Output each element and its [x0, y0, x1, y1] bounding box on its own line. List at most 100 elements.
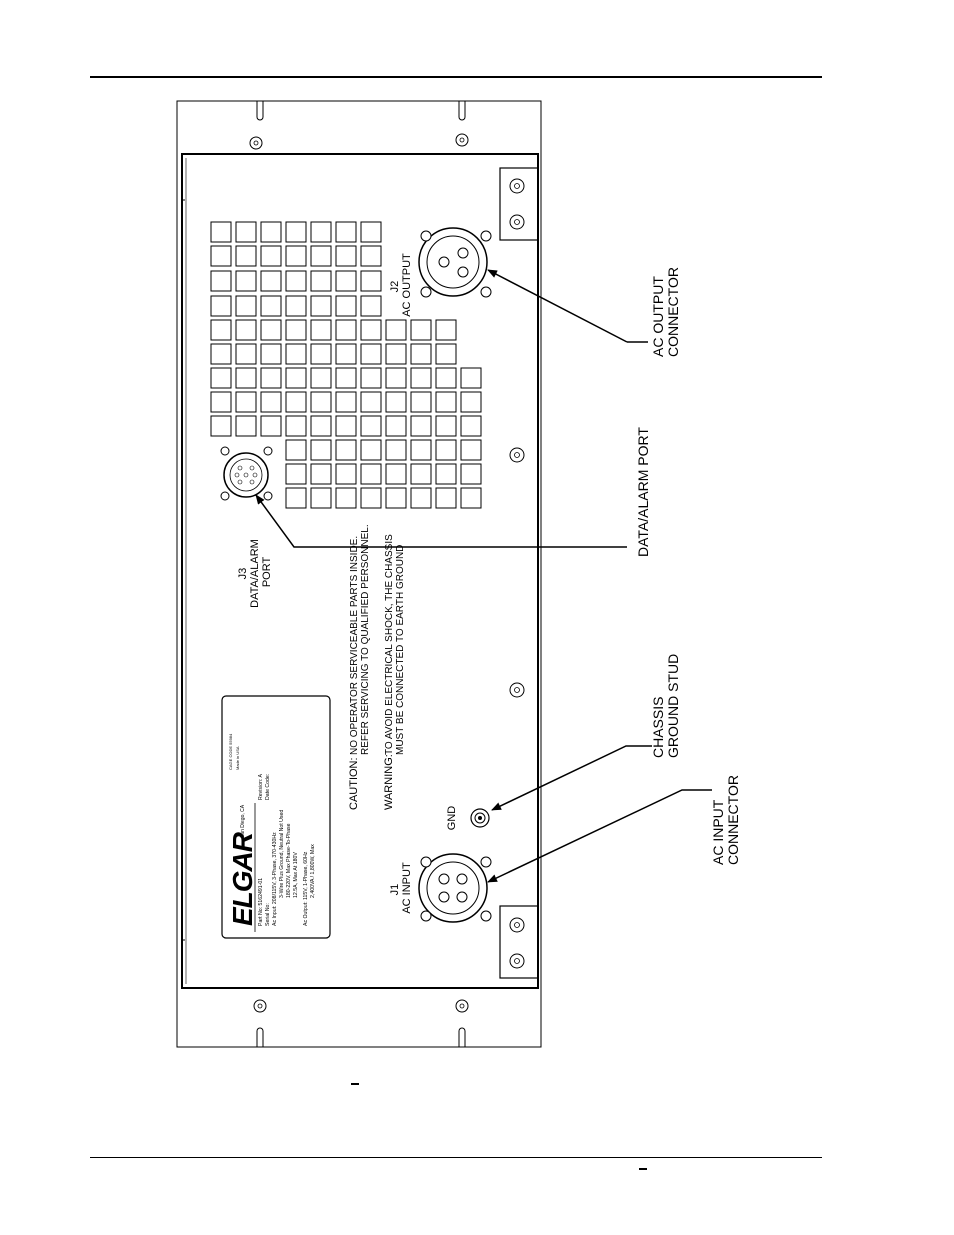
nameplate-line-7: Ac Output: 115V, 1-Phase, 60Hz: [303, 851, 309, 926]
vent-hole: [310, 319, 332, 341]
callout-ac-output-line-2: CONNECTOR: [665, 267, 681, 357]
j1-label: J1: [389, 884, 401, 896]
vent-hole: [310, 439, 332, 461]
vent-hole: [360, 367, 382, 389]
vent-hole: [310, 367, 332, 389]
vent-hole: [335, 221, 357, 243]
svg-text:Part No: 5162491-01 Seri: Part No: 5162491-01 Serial No: Ac Input:…: [258, 808, 316, 926]
vent-hole: [210, 270, 232, 292]
vent-hole: [310, 295, 332, 317]
vent-hole: [235, 295, 257, 317]
vent-hole: [360, 221, 382, 243]
svg-text:CHASSIS GROUND STUD: CHASSIS GROUND STUD: [650, 654, 681, 758]
warning-label: WARNING:: [383, 754, 395, 810]
vent-hole: [210, 367, 232, 389]
vent-hole: [410, 415, 432, 437]
caution-text-line-2: REFER SERVICING TO QUALIFIED PERSONNEL.: [360, 524, 371, 755]
vent-hole: [310, 245, 332, 267]
nameplate-made-in: Made in USA: [235, 746, 240, 770]
vent-hole: [410, 319, 432, 341]
vent-hole: [310, 391, 332, 413]
mounting-slot: [458, 101, 466, 121]
svg-text:J2 AC OUTPUT: J2 AC OUTPUT: [389, 253, 413, 317]
ground-stud: [470, 808, 490, 828]
vent-hole: [385, 415, 407, 437]
ventilation-grid: [210, 221, 482, 509]
vent-hole: [385, 463, 407, 485]
screw-icon: [253, 999, 267, 1013]
j1-sublabel: AC INPUT: [401, 862, 413, 914]
callout-data-alarm-port: DATA/ALARM PORT: [635, 427, 651, 557]
leader-ac-input: [487, 789, 712, 883]
screw-icon: [509, 917, 525, 933]
vent-hole: [335, 343, 357, 365]
mounting-slot: [458, 1027, 466, 1047]
vent-hole: [460, 415, 482, 437]
side-bracket: [499, 905, 539, 979]
vent-hole: [260, 319, 282, 341]
vent-hole: [310, 221, 332, 243]
vent-hole: [360, 270, 382, 292]
caution-label: CAUTION:: [348, 757, 360, 810]
vent-hole: [285, 487, 307, 509]
nameplate-line-4: 3-Wire Plus Ground, Neutral Not Used: [279, 810, 285, 898]
vent-hole: [335, 487, 357, 509]
nameplate-revision: Revision: A: [258, 774, 264, 800]
vent-hole: [335, 463, 357, 485]
vent-hole: [285, 221, 307, 243]
vent-hole: [435, 343, 457, 365]
vent-hole: [260, 245, 282, 267]
vent-hole: [410, 463, 432, 485]
mounting-flange: [176, 100, 542, 1048]
vent-hole: [360, 319, 382, 341]
j3-label: J3: [237, 568, 249, 580]
vent-hole: [260, 343, 282, 365]
nameplate: ELGAR San Diego, CA CAGE CODE 55984 Made…: [221, 695, 331, 939]
vent-hole: [335, 367, 357, 389]
vent-hole: [335, 245, 357, 267]
vent-hole: [310, 270, 332, 292]
callout-ac-input-line-2: CONNECTOR: [725, 775, 741, 865]
j2-sublabel: AC OUTPUT: [401, 253, 413, 317]
vent-hole: [310, 463, 332, 485]
vent-hole: [435, 439, 457, 461]
nameplate-line-6: 12.5A, Max At 180V: [293, 852, 299, 898]
vent-hole: [335, 391, 357, 413]
callout-chassis-line-1: CHASSIS: [650, 697, 666, 758]
vent-hole: [285, 439, 307, 461]
vent-hole: [285, 415, 307, 437]
vent-hole: [435, 367, 457, 389]
vent-hole: [360, 391, 382, 413]
ac-input-connector: [418, 853, 492, 923]
nameplate-line-8: 2,400VA / 1,800W, Max: [310, 844, 316, 898]
vent-hole: [260, 367, 282, 389]
vent-hole: [360, 415, 382, 437]
vent-hole: [310, 415, 332, 437]
vent-hole: [210, 221, 232, 243]
vent-hole: [260, 221, 282, 243]
vent-hole: [285, 245, 307, 267]
vent-hole: [235, 270, 257, 292]
vent-hole: [435, 415, 457, 437]
caution-text-line-1: NO OPERATOR SERVICEABLE PARTS INSIDE.: [349, 536, 360, 755]
vent-hole: [285, 343, 307, 365]
svg-text:AC OUTPUT CONNECTOR: AC OUTPUT CONNECTOR: [650, 267, 681, 357]
leader-data-alarm: [255, 494, 627, 548]
vent-hole: [285, 270, 307, 292]
j2-label: J2: [389, 281, 401, 293]
nameplate-location: San Diego, CA: [240, 804, 246, 838]
mounting-slot: [256, 1027, 264, 1047]
vent-hole: [235, 367, 257, 389]
vent-hole: [360, 463, 382, 485]
vent-hole: [410, 391, 432, 413]
svg-text:Revision: A Date Code:: Revision: A Date Code:: [258, 773, 271, 800]
leader-ground-stud: [491, 745, 652, 811]
leader-ac-output: [487, 269, 628, 343]
vent-hole: [210, 295, 232, 317]
caption-dash: [351, 1083, 359, 1085]
vent-hole: [460, 367, 482, 389]
vent-hole: [260, 270, 282, 292]
vent-hole: [360, 439, 382, 461]
vent-hole: [435, 319, 457, 341]
